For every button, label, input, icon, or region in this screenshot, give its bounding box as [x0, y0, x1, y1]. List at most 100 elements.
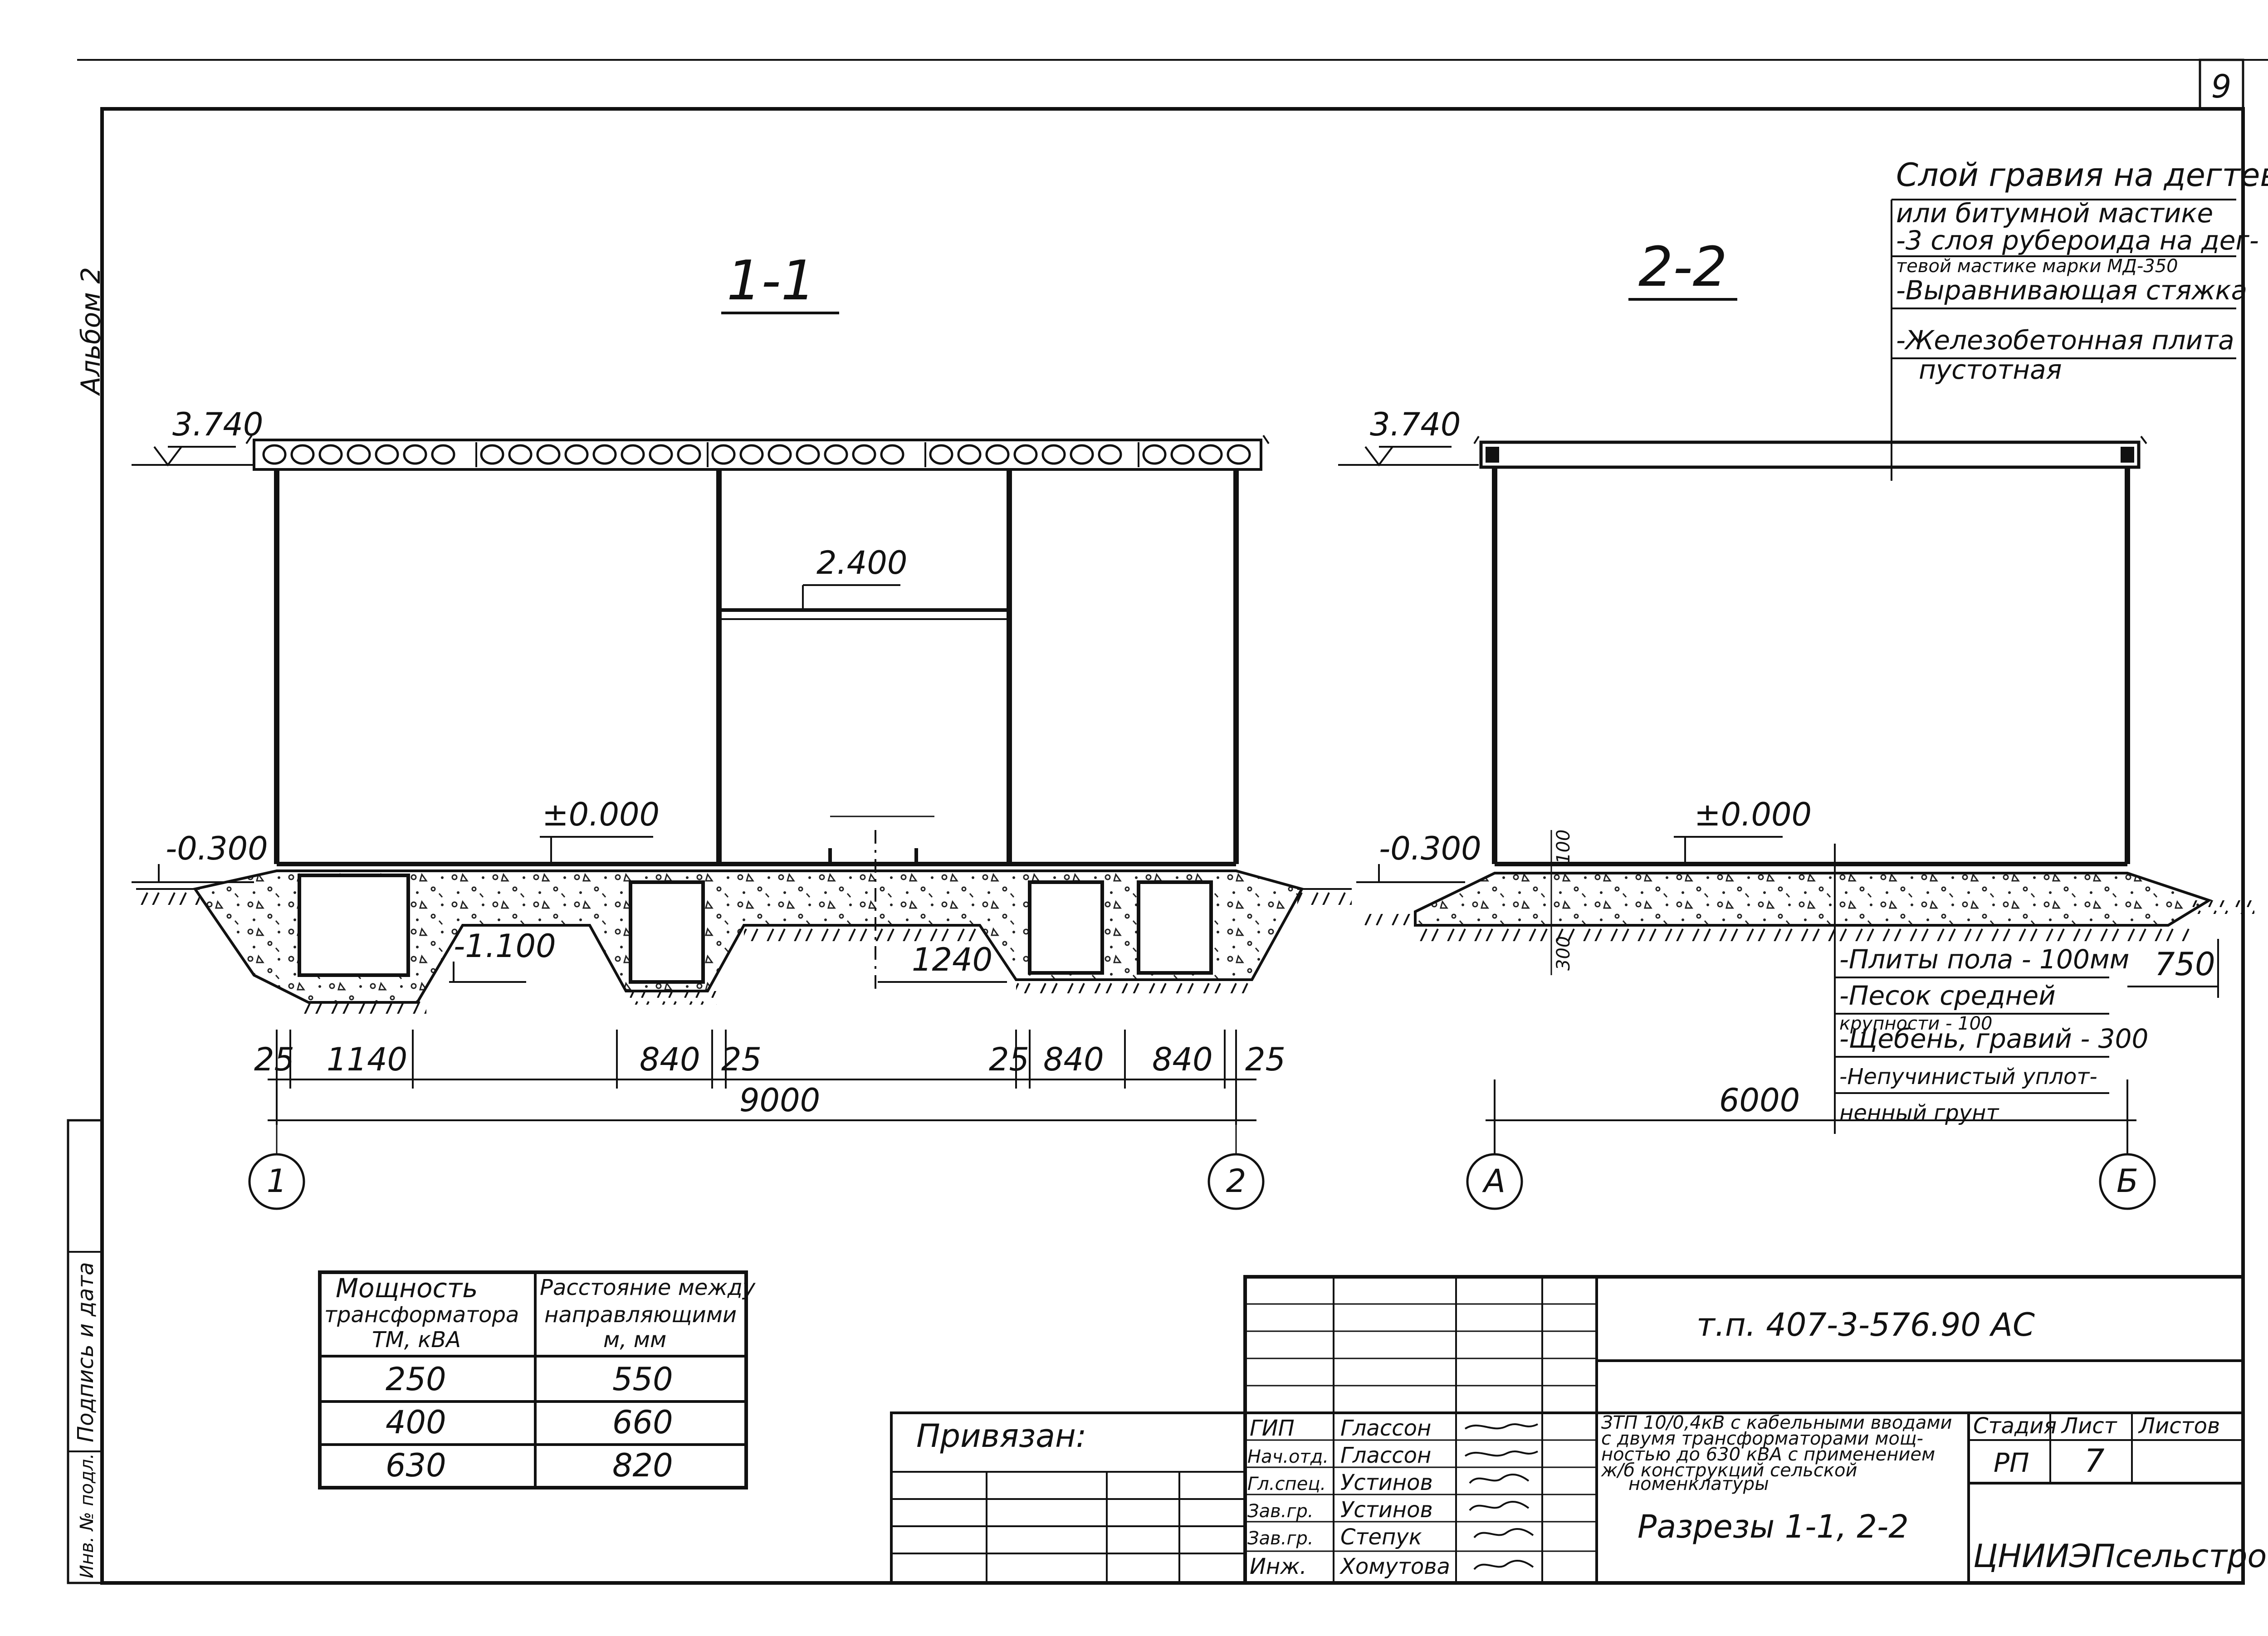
slab-void: [929, 444, 953, 465]
table-header-dist-2: направляющими: [544, 1302, 737, 1328]
slab-void: [508, 444, 533, 465]
slab-void: [592, 444, 617, 465]
sig-name-4: Степук: [1340, 1524, 1422, 1550]
dim-750: 750: [2155, 946, 2215, 983]
roof-slab-2: [1479, 440, 2141, 469]
section-2-title: 2-2: [1638, 236, 1727, 299]
roof-layer-0: Слой гравия на дегтевой: [1896, 156, 2268, 194]
axis-label-2: 2: [1226, 1162, 1246, 1200]
slab-void: [1227, 444, 1251, 465]
axis-bubble-a: [1466, 1153, 1523, 1210]
dim-840-a: 840: [640, 1041, 700, 1078]
roof-layer-2: -3 слоя рубероида на дег-: [1896, 225, 2259, 256]
floor-layer-3: -Щебень, гравий - 300: [1839, 1023, 2148, 1054]
slab-void: [564, 444, 589, 465]
stage-value: РП: [1994, 1447, 2029, 1478]
signature-scribbles: [1464, 1423, 1538, 1570]
ground-level-1: -0.300: [166, 830, 268, 867]
mid-level-label: 2.400: [816, 544, 907, 581]
sig-name-1: Глассон: [1340, 1443, 1431, 1468]
slab-void: [1170, 444, 1195, 465]
floor-layer-1: -Песок средней: [1839, 980, 2056, 1011]
table-header-dist-1: Расстояние между: [540, 1275, 756, 1300]
description-line-3: ж/б конструкций сельской: [1601, 1460, 1857, 1481]
table-header-power-2: трансформатора: [324, 1302, 519, 1328]
slab-void: [480, 444, 504, 465]
floor-layer-4: -Непучинистый уплот-: [1839, 1064, 2097, 1089]
slab-void: [1013, 444, 1038, 465]
sig-role-3: Зав.гр.: [1247, 1501, 1314, 1522]
slab-void: [1070, 444, 1094, 465]
axis-bubble-1: [248, 1153, 305, 1210]
axis-label-b: Б: [2116, 1162, 2138, 1200]
dim-1140: 1140: [327, 1041, 407, 1078]
stamp-signature-label: Подпись и дата: [73, 1262, 98, 1442]
sig-role-4: Зав.гр.: [1247, 1528, 1314, 1549]
floor-level-2: ±0.000: [1694, 796, 1812, 833]
title-block: Привязан: ГИП Глассон Нач.отд. Глассон Г…: [890, 1275, 2268, 1585]
ground-level-2: -0.300: [1379, 830, 1481, 867]
cable-pit-1: [298, 874, 410, 977]
margin-stamp: Подпись и дата Инв. № подл.: [67, 1119, 103, 1584]
slab-void: [880, 444, 904, 465]
slab-void: [739, 444, 764, 465]
description-line-0: ЗТП 10/0,4кВ с кабельными вводами: [1601, 1412, 1952, 1433]
sheet-number-box: [2199, 59, 2244, 110]
roof-layer-6: пустотная: [1919, 354, 2062, 385]
slab-void: [824, 444, 848, 465]
dim-25-a: 25: [254, 1041, 294, 1078]
dim-840-c: 840: [1152, 1041, 1213, 1078]
sheets-label: Листов: [2138, 1413, 2220, 1439]
sig-role-5: Инж.: [1250, 1554, 1307, 1579]
sig-name-3: Устинов: [1340, 1497, 1433, 1523]
floor-layer-0: -Плиты пола - 100мм: [1839, 944, 2129, 975]
sheet-no-value: 7: [2084, 1442, 2105, 1480]
slab-void: [1142, 444, 1167, 465]
table-header-power-1: Мощность: [336, 1273, 478, 1304]
section-2-2: 2-2 3.740 ±0.000 -0.300 100 300 750 60: [1338, 156, 2268, 1210]
table-row-1-power: 250: [386, 1361, 446, 1398]
slab-void: [403, 444, 427, 465]
dim-total-2: 6000: [1719, 1082, 1800, 1119]
floor-layer-5: ненный грунт: [1839, 1100, 2000, 1126]
sig-role-2: Гл.спец.: [1247, 1474, 1326, 1494]
slab-voids-1: [262, 442, 1262, 467]
transformer-table: Мощность трансформатора ТМ, кВА Расстоян…: [318, 1270, 756, 1489]
drawing-code: т.п. 407-3-576.90 АС: [1696, 1306, 2035, 1343]
slab-void: [957, 444, 982, 465]
slab-void: [347, 444, 371, 465]
slab-void: [1098, 444, 1122, 465]
slab-void: [796, 444, 820, 465]
axis-bubble-2: [1207, 1153, 1265, 1210]
floor-layers-callout: -Плиты пола - 100мм -Песок средней крупн…: [1835, 944, 2148, 1126]
album-label: Альбом 2: [75, 267, 106, 396]
slab-void: [711, 444, 736, 465]
slab-void: [621, 444, 645, 465]
dim-100-floor: 100: [1553, 830, 1574, 864]
slab-void: [985, 444, 1010, 465]
dim-25-b: 25: [721, 1041, 762, 1078]
roof-layer-5: -Железобетонная плита: [1896, 325, 2234, 356]
sheet-label: Лист: [2061, 1413, 2118, 1439]
foundation-2: [1414, 872, 2213, 927]
table-row-2-power: 400: [386, 1404, 446, 1441]
slab-void: [431, 444, 455, 465]
table-row-3-dist: 820: [612, 1447, 673, 1484]
slab-void: [767, 444, 792, 465]
cable-pit-4: [1137, 880, 1213, 975]
sig-name-0: Глассон: [1340, 1416, 1431, 1441]
table-row-1-dist: 550: [612, 1361, 673, 1398]
description-line-4: номенклатуры: [1628, 1474, 1769, 1494]
table-row-3-power: 630: [386, 1447, 446, 1484]
sheet-name: Разрезы 1-1, 2-2: [1637, 1508, 1909, 1545]
axis-label-1: 1: [267, 1162, 287, 1200]
dim-840-b: 840: [1043, 1041, 1104, 1078]
sheet-number: 9: [2211, 68, 2232, 105]
description-line-2: ностью до 630 кВА с применением: [1601, 1444, 1935, 1465]
sig-role-0: ГИП: [1250, 1416, 1295, 1441]
table-row-2-dist: 660: [612, 1404, 673, 1441]
pit-level-label: -1.100: [454, 928, 556, 965]
dim-25-d: 25: [1245, 1041, 1286, 1078]
